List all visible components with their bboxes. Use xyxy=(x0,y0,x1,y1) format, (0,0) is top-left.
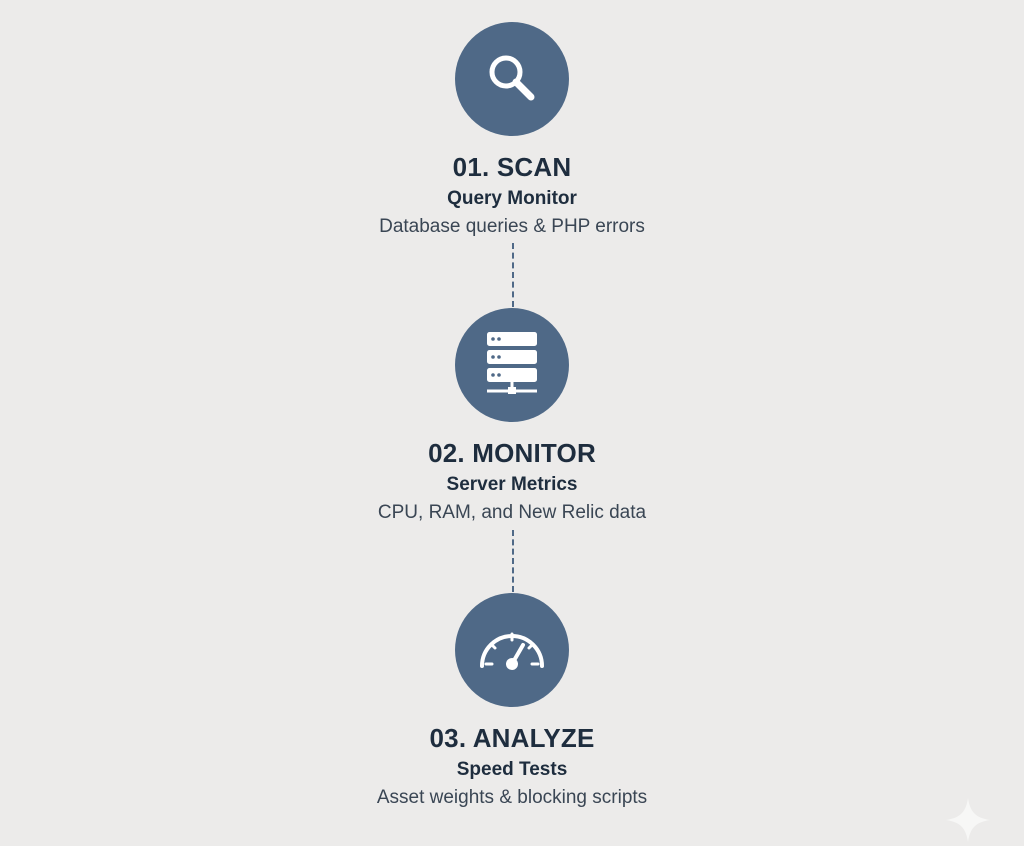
server-icon xyxy=(487,332,537,394)
step-title: 01. SCAN xyxy=(452,152,572,182)
step-title: 02. MONITOR xyxy=(428,438,596,468)
dashed-connector xyxy=(512,530,514,592)
step-monitor: 02. MONITOR Server Metrics CPU, RAM, and… xyxy=(0,308,1024,526)
step-scan: 01. SCAN Query Monitor Database queries … xyxy=(0,22,1024,240)
step-icon-circle xyxy=(455,593,569,707)
step-icon-circle xyxy=(455,308,569,422)
step-description: Database queries & PHP errors xyxy=(379,216,645,237)
step-subtitle: Server Metrics xyxy=(446,474,578,495)
step-description: CPU, RAM, and New Relic data xyxy=(377,502,647,523)
step-subtitle: Speed Tests xyxy=(456,759,568,780)
dashed-connector xyxy=(512,243,514,307)
step-subtitle: Query Monitor xyxy=(447,188,577,209)
sparkle-icon xyxy=(946,798,990,842)
step-title: 03. ANALYZE xyxy=(429,723,595,753)
step-description: Asset weights & blocking scripts xyxy=(376,787,648,808)
step-icon-circle xyxy=(455,22,569,136)
step-analyze: 03. ANALYZE Speed Tests Asset weights & … xyxy=(0,593,1024,811)
speedometer-icon xyxy=(480,632,544,670)
magnifier-icon xyxy=(489,55,535,101)
